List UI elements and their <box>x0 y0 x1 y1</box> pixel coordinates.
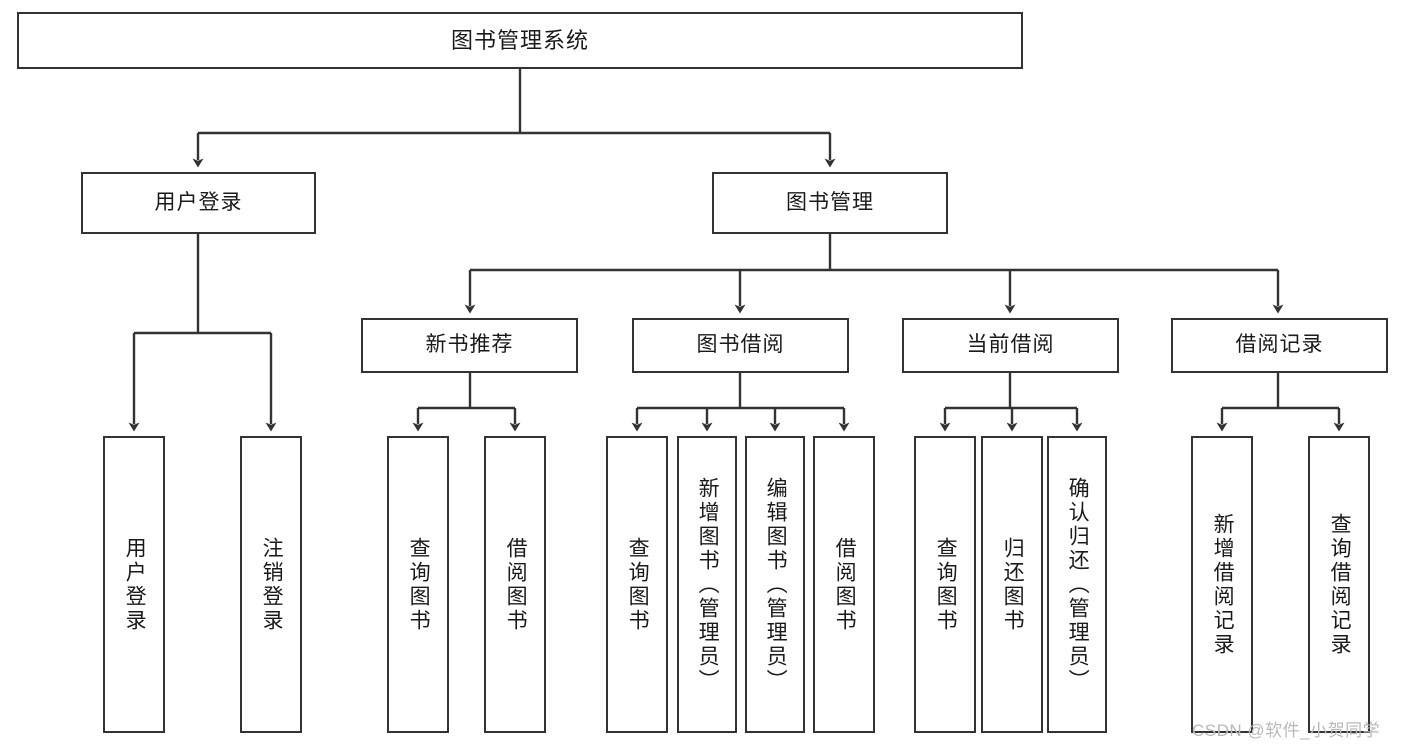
node-book-borrow[interactable]: 图书借阅 <box>632 318 849 373</box>
leaf-edit-book-admin[interactable]: 编辑图书（管理员） <box>745 436 805 733</box>
node-borrow-records[interactable]: 借阅记录 <box>1171 318 1388 373</box>
node-root-system[interactable]: 图书管理系统 <box>17 12 1023 69</box>
leaf-return-books[interactable]: 归还图书 <box>981 436 1043 733</box>
node-user-login[interactable]: 用户登录 <box>81 172 316 234</box>
node-new-book-recommend[interactable]: 新书推荐 <box>361 318 578 373</box>
leaf-query-books-current[interactable]: 查询图书 <box>914 436 976 733</box>
leaf-query-books-borrow[interactable]: 查询图书 <box>606 436 668 733</box>
leaf-borrow-books[interactable]: 借阅图书 <box>813 436 875 733</box>
node-current-borrow[interactable]: 当前借阅 <box>902 318 1119 373</box>
leaf-add-borrow-record[interactable]: 新增借阅记录 <box>1191 436 1253 733</box>
leaf-confirm-return-admin[interactable]: 确认归还（管理员） <box>1047 436 1107 733</box>
leaf-user-login[interactable]: 用户登录 <box>103 436 165 733</box>
leaf-query-books-recommend[interactable]: 查询图书 <box>387 436 449 733</box>
watermark-credit: CSDN @软件_小贺同学 <box>1192 721 1381 740</box>
leaf-logout[interactable]: 注销登录 <box>240 436 302 733</box>
leaf-query-borrow-record[interactable]: 查询借阅记录 <box>1308 436 1370 733</box>
leaf-add-book-admin[interactable]: 新增图书（管理员） <box>677 436 737 733</box>
leaf-borrow-books-recommend[interactable]: 借阅图书 <box>484 436 546 733</box>
node-book-management[interactable]: 图书管理 <box>712 172 948 234</box>
